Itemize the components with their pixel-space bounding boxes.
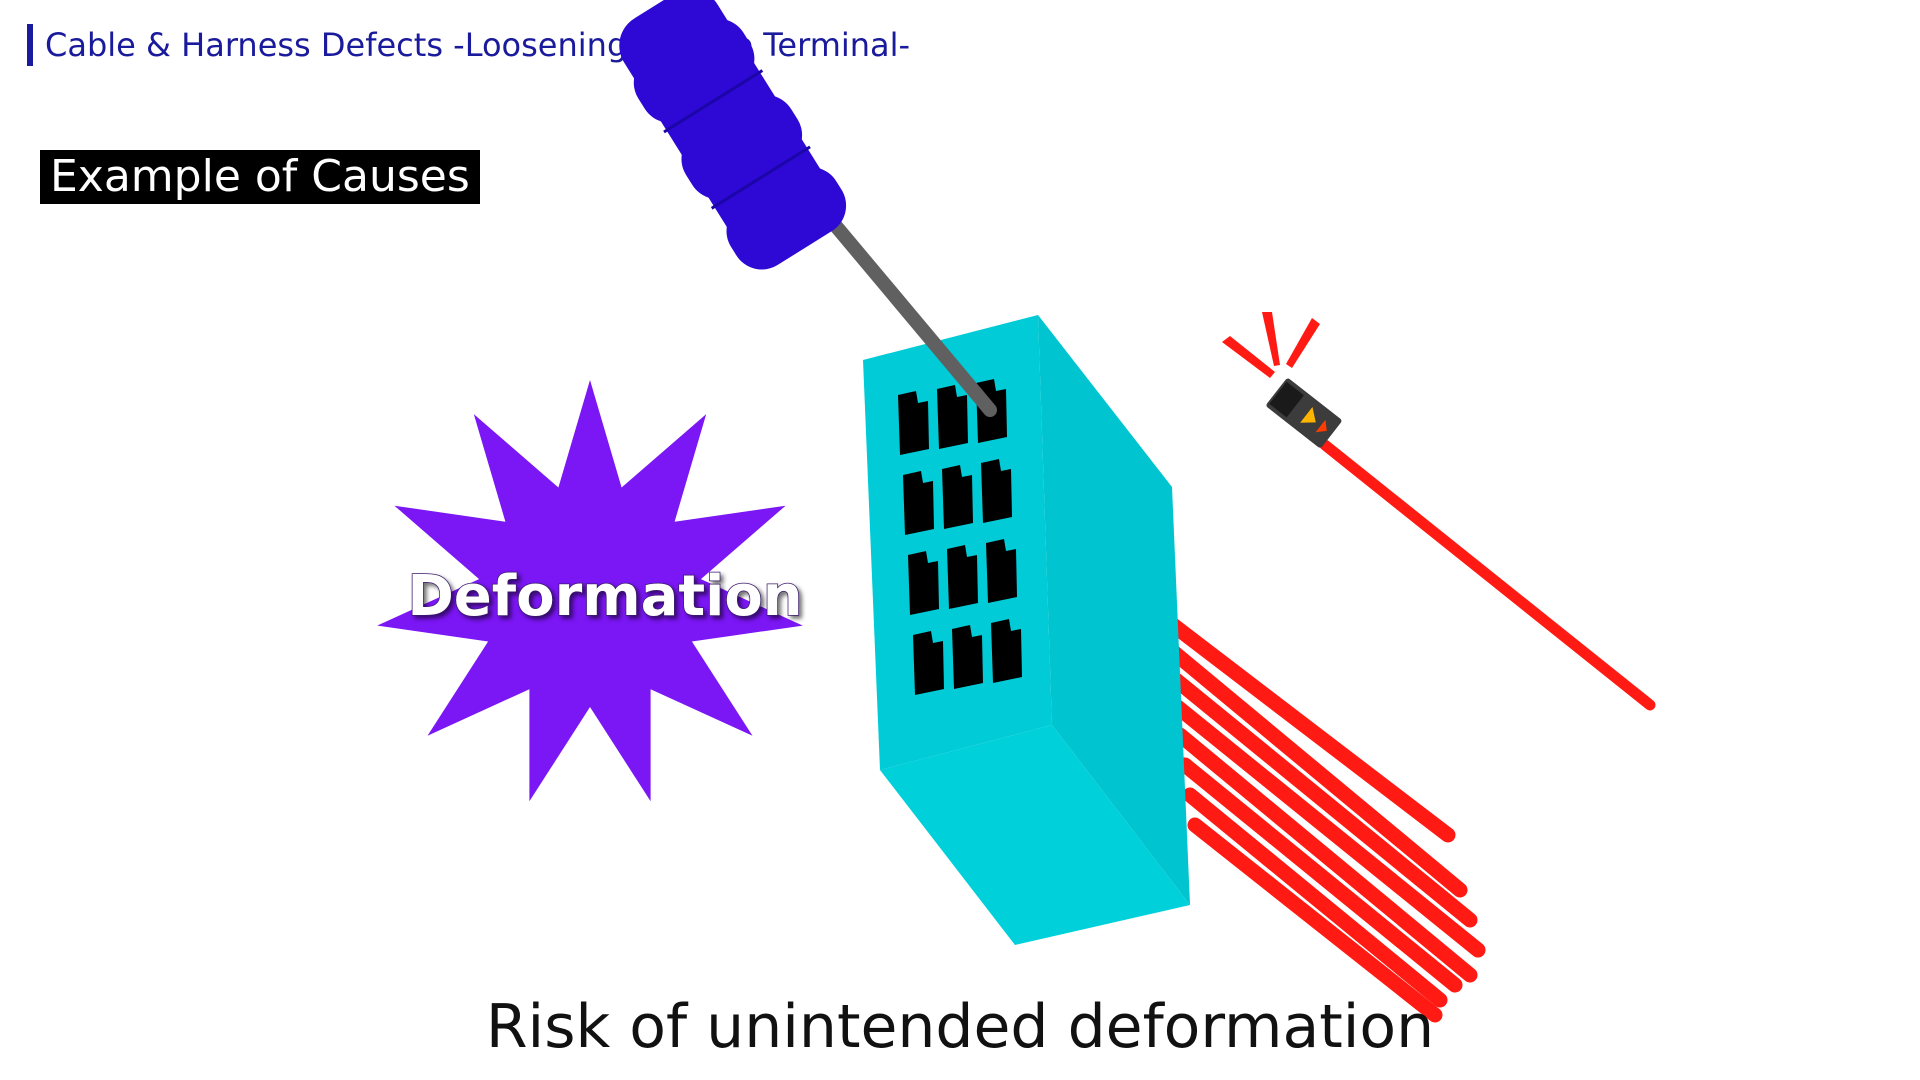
terminal-cavity <box>903 471 934 535</box>
alert-spark-icon <box>1222 312 1320 378</box>
header-accent-bar <box>27 24 33 66</box>
slide-header: Cable & Harness Defects -Loosening Femal… <box>27 24 910 66</box>
terminal-cavity <box>908 551 939 615</box>
wire <box>1172 727 1478 983</box>
terminal-cavity <box>986 539 1017 603</box>
slide-title: Cable & Harness Defects -Loosening Femal… <box>45 26 911 64</box>
terminal-body <box>1266 378 1342 448</box>
screwdriver-shaft <box>828 218 997 417</box>
slide-caption: Risk of unintended deformation <box>485 992 1435 1062</box>
wire <box>1152 607 1456 843</box>
terminal-cavity <box>981 459 1012 523</box>
terminal-mouth <box>1269 381 1304 418</box>
terminal-cavity <box>947 545 978 609</box>
screwdriver-handle <box>619 0 847 270</box>
wire <box>1157 637 1468 898</box>
terminal-cavity <box>913 631 944 695</box>
wire-bundle <box>1152 607 1486 1023</box>
terminal-cavity <box>942 465 973 529</box>
terminal-cavity <box>952 625 983 689</box>
burst-star <box>377 380 803 802</box>
wire <box>1182 787 1448 1008</box>
terminal-wire <box>1319 439 1656 711</box>
burst-label: Deformation <box>407 564 802 629</box>
terminal-cavity <box>937 385 968 449</box>
deformation-burst: Deformation <box>377 380 803 802</box>
connector-housing <box>863 315 1190 945</box>
terminal-cavity <box>898 391 929 455</box>
female-terminal-icon <box>1266 378 1656 711</box>
section-label: Example of Causes <box>40 150 480 204</box>
connector-front-face <box>863 315 1052 770</box>
wire <box>1187 817 1443 1023</box>
screwdriver-icon <box>619 0 997 417</box>
wire <box>1177 757 1463 993</box>
connector-bottom-face <box>880 725 1190 945</box>
wire <box>1162 667 1478 928</box>
terminal-cavities <box>898 379 1022 695</box>
terminal-cavity <box>991 619 1022 683</box>
wire <box>1167 697 1486 958</box>
connector-side-face <box>1038 315 1190 905</box>
